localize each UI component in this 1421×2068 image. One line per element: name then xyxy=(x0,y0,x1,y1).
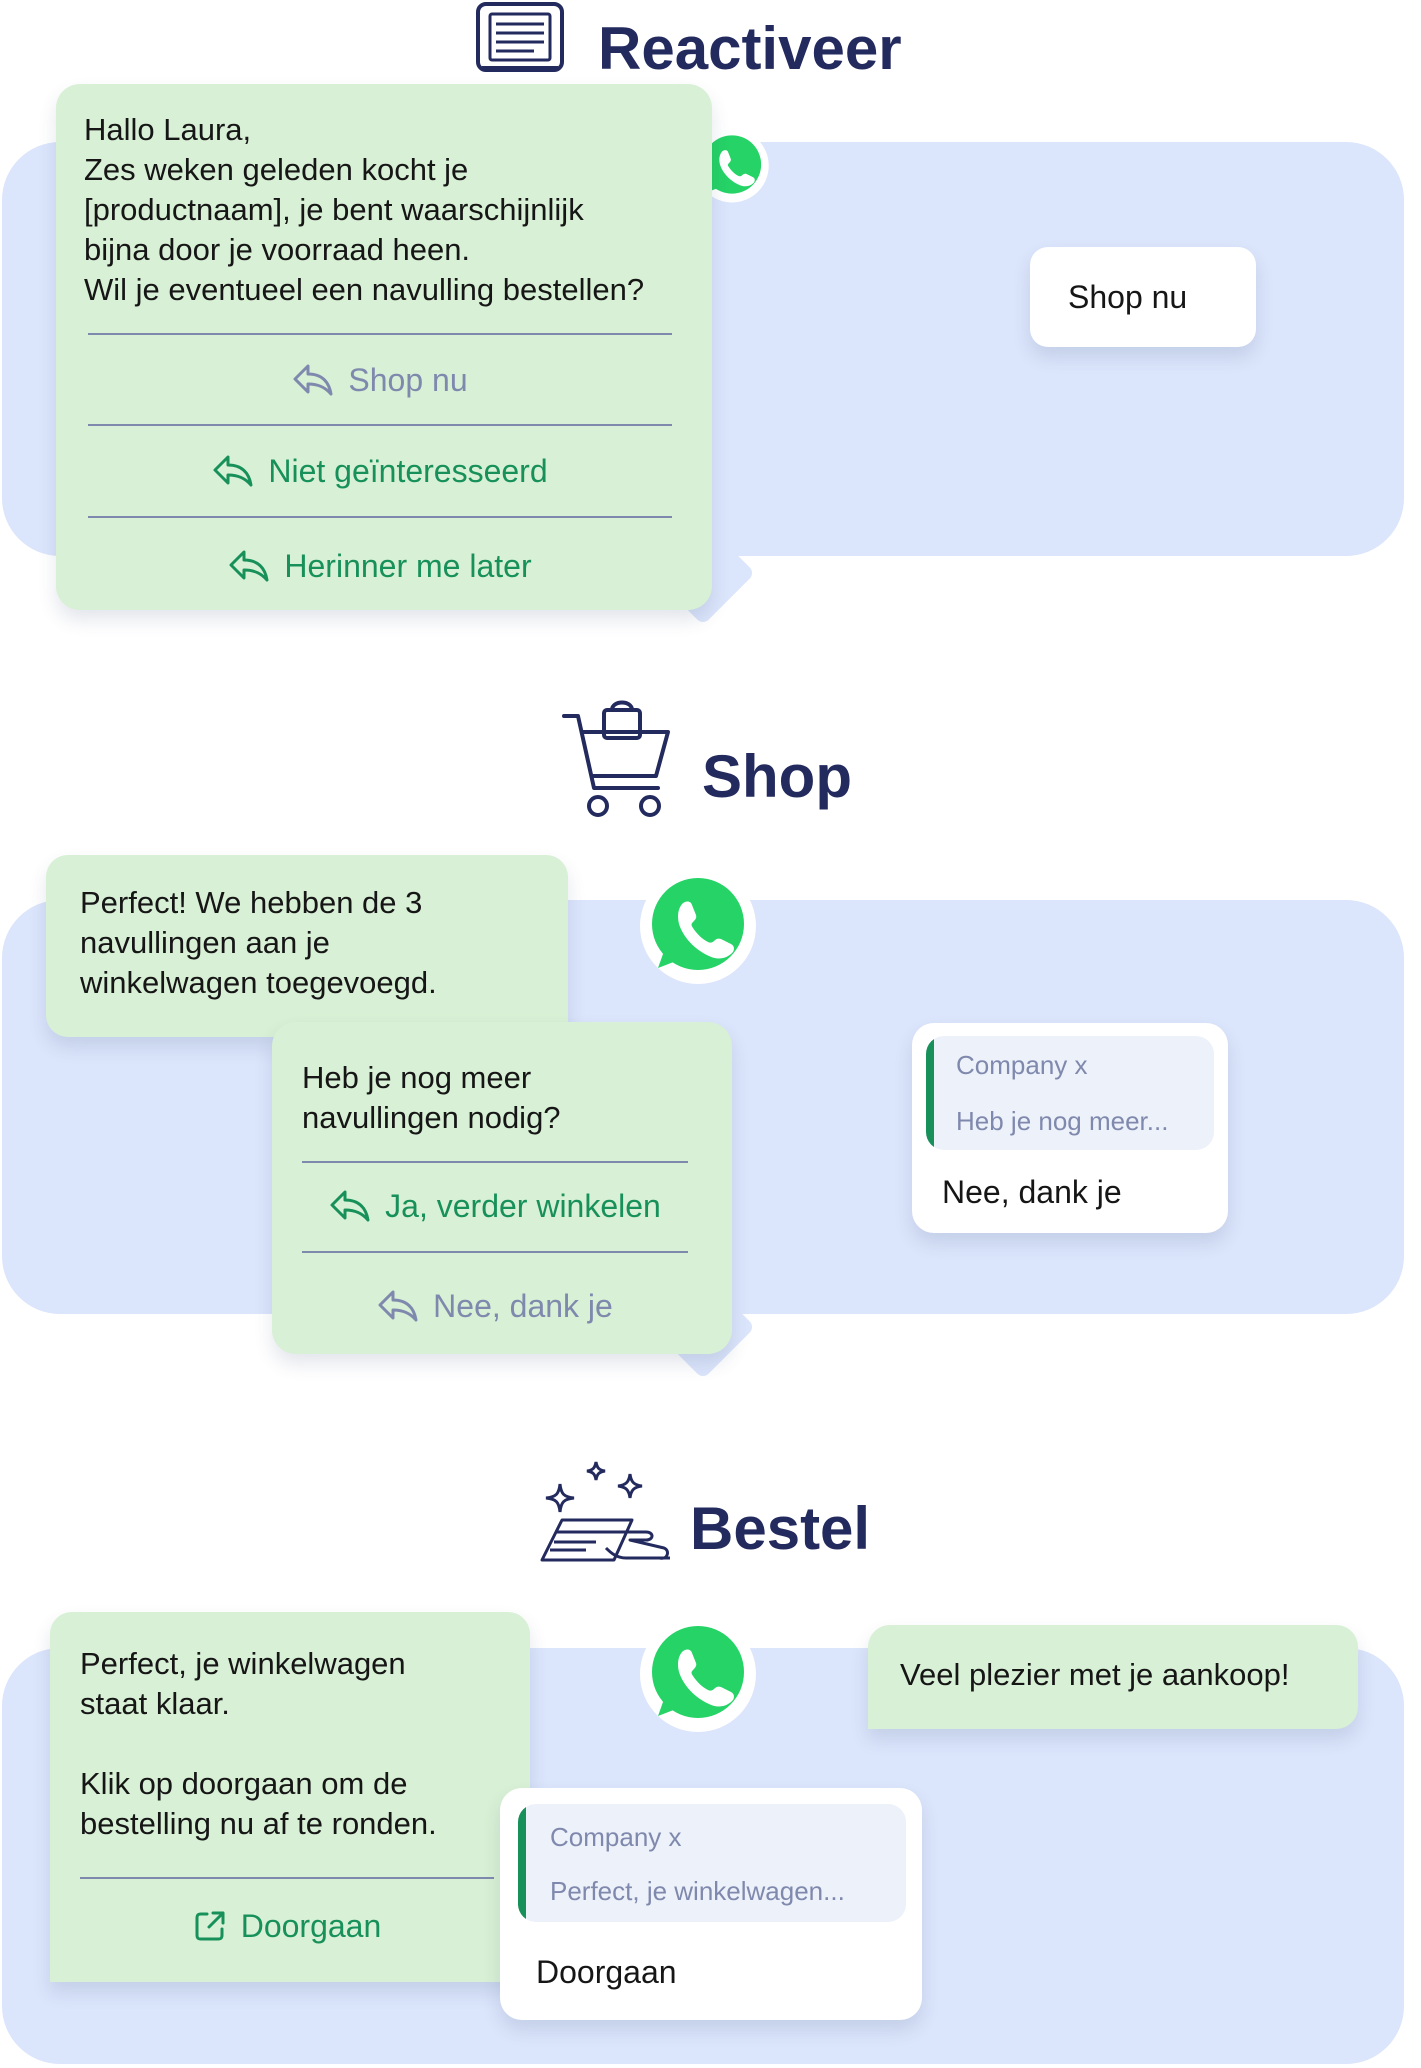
closing-message-text: Veel plezier met je aankoop! xyxy=(900,1657,1290,1692)
whatsapp-icon xyxy=(640,1616,756,1732)
user-reply-text: Shop nu xyxy=(1068,279,1188,315)
cart-added-message-text: Perfect! We hebben de 3 navullingen aan … xyxy=(80,885,437,1000)
more-refills-message-bubble xyxy=(272,1022,732,1354)
divider xyxy=(88,333,672,335)
quick-reply-label: Shop nu xyxy=(348,361,468,398)
quick-reply-label: Ja, verder winkelen xyxy=(385,1187,661,1224)
quoted-message: Company x Perfect, je winkelwagen... xyxy=(518,1804,906,1922)
closing-message-bubble xyxy=(868,1625,1358,1729)
reply-arrow-icon xyxy=(293,364,333,396)
quick-reply-label: Herinner me later xyxy=(284,547,532,584)
doorgaan-button[interactable]: Doorgaan xyxy=(80,1898,494,1954)
cart-added-message-bubble xyxy=(46,855,568,1037)
payment-hand-icon xyxy=(540,1461,670,1562)
reply-arrow-icon xyxy=(213,455,253,487)
section-title-reactiveer: Reactiveer xyxy=(598,15,902,82)
cart-ready-message-text: Perfect, je winkelwagen staat klaar. Kli… xyxy=(80,1646,437,1841)
quick-reply-ja-verder-winkelen[interactable]: Ja, verder winkelen xyxy=(302,1178,688,1234)
divider xyxy=(302,1251,688,1253)
user-reply-text: Nee, dank je xyxy=(942,1174,1122,1210)
section-title-bestel: Bestel xyxy=(690,1495,871,1562)
reply-arrow-icon xyxy=(229,550,269,582)
doorgaan-button-label: Doorgaan xyxy=(240,1907,382,1944)
reactivation-message-text: Hallo Laura, Zes weken geleden kocht je … xyxy=(84,112,645,307)
whatsapp-icon xyxy=(640,868,756,984)
shopping-cart-icon xyxy=(562,700,670,817)
quote-bar xyxy=(518,1804,526,1922)
user-reply-bubble xyxy=(1030,247,1256,347)
quick-reply-shop-nu[interactable]: Shop nu xyxy=(88,352,672,408)
quick-reply-label: Nee, dank je xyxy=(433,1287,613,1324)
quoted-sender: Company x xyxy=(550,1822,682,1852)
reactivation-message-bubble xyxy=(56,84,712,610)
reply-arrow-icon xyxy=(378,1290,418,1322)
divider xyxy=(302,1161,688,1163)
quoted-message: Company x Heb je nog meer... xyxy=(926,1036,1214,1150)
cart-ready-message-bubble xyxy=(50,1612,530,1982)
divider xyxy=(88,424,672,426)
computer-icon xyxy=(476,2,564,72)
quoted-sender: Company x xyxy=(956,1050,1088,1080)
divider xyxy=(80,1877,494,1879)
divider xyxy=(88,516,672,518)
quick-reply-label: Niet geïnteresseerd xyxy=(268,452,548,489)
quick-reply-herinner-me-later[interactable]: Herinner me later xyxy=(88,538,672,594)
reply-arrow-icon xyxy=(330,1190,370,1222)
quick-reply-niet-geinteresseerd[interactable]: Niet geïnteresseerd xyxy=(88,443,672,499)
quoted-text: Perfect, je winkelwagen... xyxy=(550,1876,845,1906)
section-title-shop: Shop xyxy=(702,743,852,810)
user-reply-text: Doorgaan xyxy=(536,1954,677,1990)
quoted-text: Heb je nog meer... xyxy=(956,1106,1169,1136)
external-link-icon xyxy=(195,1911,225,1941)
quote-bar xyxy=(926,1036,934,1150)
quick-reply-nee-dank-je[interactable]: Nee, dank je xyxy=(302,1278,688,1334)
more-refills-message-text: Heb je nog meer navullingen nodig? xyxy=(302,1060,561,1135)
